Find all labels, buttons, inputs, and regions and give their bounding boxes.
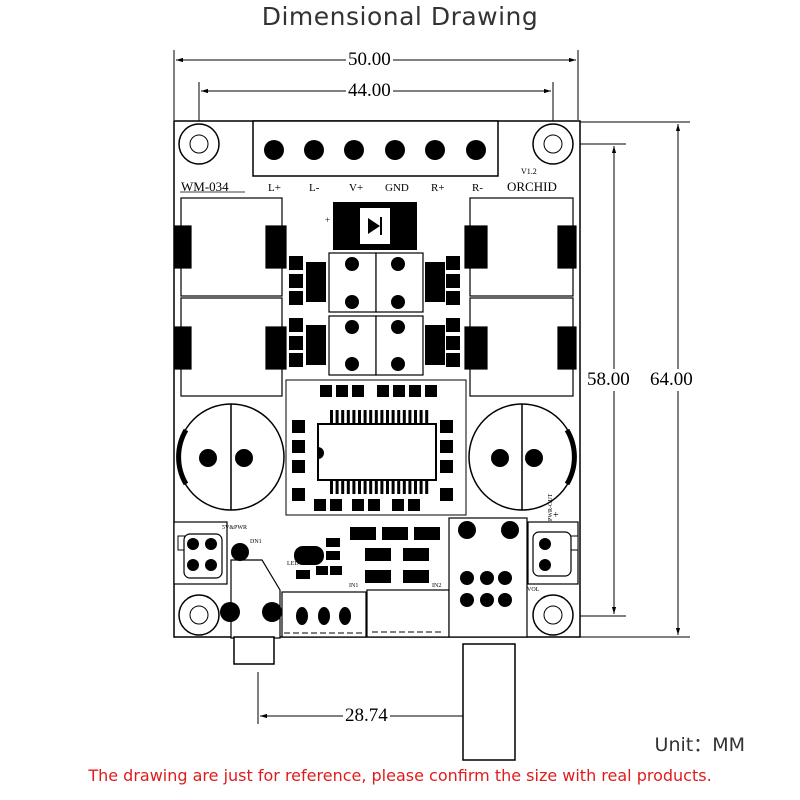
ic-pin [402,410,406,424]
mounting-hole-bottom-left [178,594,220,636]
ic-pin [380,480,384,494]
mounting-hole-top-right [532,123,574,165]
ic-pin [414,480,417,494]
mounting-hole-top-left [178,123,220,165]
inductors [174,197,577,397]
ic-pin [363,480,367,494]
ic-pin [402,480,406,494]
potentiometer-shaft [462,643,516,761]
ic-pin [397,480,401,494]
screw-terminal-block [252,120,499,177]
electrolytic-capacitor-left [176,403,285,511]
ic-pin [414,410,417,424]
ic-pin [346,480,350,494]
inductor-top-right [464,197,577,297]
power-connector [173,521,228,585]
volume-potentiometer [448,517,528,761]
ic-pin [391,410,395,424]
led-label: DN1 [250,539,262,545]
ic-pin [408,410,412,424]
terminal-label-gnd: GND [385,182,409,194]
dim-height-outer-label: 64.00 [648,369,695,391]
mounting-hole-bottom-right [532,594,574,636]
ic-pin [386,480,389,494]
page-title: Dimensional Drawing [261,2,539,31]
ic-pin [363,410,367,424]
ic-pin [380,410,384,424]
in-label-1: IN1 [349,583,359,589]
vol-label: VOL [527,587,540,593]
reference-note: The drawing are just for reference, plea… [88,766,712,785]
ic-pin [391,480,395,494]
ic-pin [346,410,350,424]
unit-label: Unit：MM [654,734,745,756]
ic-pin [419,410,423,424]
inductor-bottom-right [464,297,577,397]
ic-pin [358,410,361,424]
ic-pin [386,410,389,424]
input-connector-2 [366,589,450,638]
diode-plus-mark: + [325,215,331,225]
dc-jack [220,543,282,665]
mounting-holes [178,123,574,636]
terminal-label-l-minus: L- [309,182,320,194]
ic-pin [425,410,429,424]
ic-pin [335,480,339,494]
led2-label: LED [287,561,299,567]
dim-width-holes-label: 44.00 [346,80,393,102]
brand-label: ORCHID [507,179,557,194]
ic-pin [341,480,345,494]
ic-pin [419,480,423,494]
power-label: 5V&PWR [222,525,248,531]
smd-pads-left [289,256,326,367]
model-label: WM-034 [181,179,229,194]
dim-width-outer-label: 50.00 [346,49,393,71]
center-capacitors [328,252,424,376]
output-plus-mark: + [553,510,559,521]
ic-pin [330,410,333,424]
ic-pin [358,480,361,494]
terminal-label-r-plus: R+ [431,182,445,194]
dim-height-holes-label: 58.00 [585,369,632,391]
ic-pin [369,410,373,424]
ic-pin [374,410,378,424]
terminal-label-r-minus: R- [472,182,483,194]
led [294,538,342,579]
inductor-bottom-left [174,297,287,397]
smd-pads-right [425,256,460,367]
ic-pin [335,410,339,424]
ic-pin [374,480,378,494]
inductor-top-left [174,197,287,297]
diode [333,202,417,250]
in-label-2: IN2 [432,583,442,589]
amplifier-ic-area [285,379,467,516]
smd-pads-bottom [350,527,440,583]
ic-pin [352,410,356,424]
ic-pin [341,410,345,424]
ic-pin [369,480,373,494]
ic-pin [425,480,429,494]
input-connector [281,591,367,638]
ic-pin [352,480,356,494]
terminal-label-v-plus: V+ [349,182,364,194]
ic-pin [397,410,401,424]
ic-pin [330,480,333,494]
terminal-label-l-plus: L+ [268,182,281,194]
ic-chip [317,423,437,481]
ic-pin [408,480,412,494]
pwr-out-label: PWR-OUT [548,493,554,521]
electrolytic-capacitor-right [468,403,577,511]
version-label: V1.2 [521,167,537,176]
output-connector [527,521,579,585]
dim-pot-offset-label: 28.74 [343,705,390,727]
